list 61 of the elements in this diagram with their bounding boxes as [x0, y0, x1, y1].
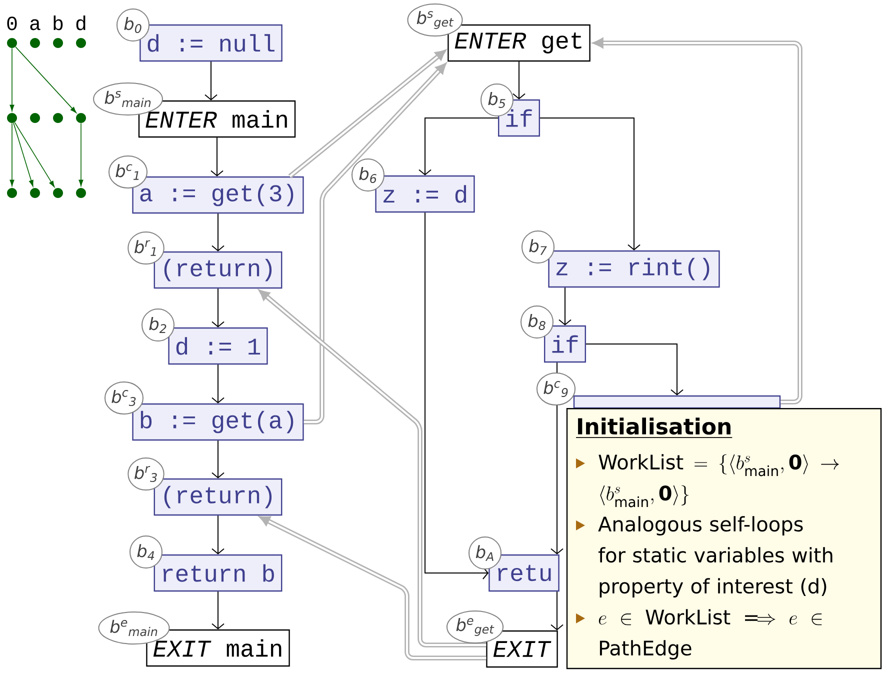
arrow: [14, 122, 55, 188]
code-box: if: [544, 325, 586, 363]
dot: [30, 38, 40, 48]
arrow: [258, 289, 486, 648]
circled-label: b$_{0}$: [116, 8, 150, 42]
bullet-text: $\textsc{WorkList} = \{\langle b^{s}_{\mathrm{main}},\mathbf{0}\rangle \to \langle b^{s}_{\mathrm{main}},\mathbf{0}\rangle\}$: [598, 454, 839, 508]
code-box: return b: [154, 554, 282, 592]
code-box: [573, 395, 781, 409]
arrow: [592, 38, 802, 404]
code-box: d := 1: [168, 327, 268, 365]
circled-label: b$^{c}$1: [108, 156, 148, 188]
arrow: [10, 122, 14, 186]
arrow: [558, 287, 572, 326]
arrow: [586, 344, 684, 396]
dot: [7, 38, 17, 48]
column-label: b: [54, 16, 63, 30]
note-tooltip: [566, 408, 882, 670]
arrow: [212, 440, 224, 478]
circled-label: b$^{r}$3: [128, 458, 164, 490]
bullet-text: $e \in \textsc{WorkList} \Longrightarrow e \in \textsc{PathEdge}$: [598, 609, 822, 660]
column-label: d: [76, 16, 86, 30]
column-label: a: [30, 19, 40, 30]
arrow: [212, 288, 224, 328]
dot: [53, 113, 63, 123]
dot: [30, 113, 40, 123]
arrow: [304, 62, 447, 424]
circled-label: b$_{A}$: [468, 536, 502, 570]
arrow: [212, 591, 224, 630]
circled-label: b$_{6}$: [352, 158, 384, 192]
dot: [53, 38, 63, 48]
code-box: z := rint(): [548, 250, 720, 288]
arrow: [210, 137, 224, 176]
code-box: z := d: [375, 175, 475, 213]
arrow: [424, 212, 489, 580]
arrow: [258, 516, 486, 660]
arrow: [540, 118, 640, 250]
arrow: [10, 48, 14, 112]
arrow: [212, 515, 224, 554]
arrow: [288, 49, 446, 178]
arrow: [512, 61, 526, 100]
heading: Initialisation: [576, 418, 733, 438]
arrow: [204, 61, 218, 100]
circled-label: b$_{4}$: [130, 536, 162, 568]
arrow: [212, 364, 224, 404]
arrow: [550, 591, 564, 630]
circled-label: b$^{r}$1: [128, 232, 164, 264]
bullet-text: Analogous self-loops for static variables with property of interest (d): [598, 516, 832, 598]
dot: [30, 188, 40, 198]
arrow: [78, 122, 84, 186]
circled-label: b$_{8}$: [520, 306, 554, 338]
arrow: [418, 118, 498, 176]
column-label: 0: [7, 16, 17, 30]
arrow: [13, 122, 34, 187]
circled-label: b$_{2}$: [142, 308, 174, 342]
dot: [53, 188, 63, 198]
dot: [76, 113, 86, 123]
arrow: [15, 46, 77, 114]
arrow: [212, 213, 224, 252]
dot: [76, 38, 86, 48]
circled-label: b$^{c}$9: [536, 372, 576, 406]
circled-label: b$_{7}$: [522, 230, 554, 264]
